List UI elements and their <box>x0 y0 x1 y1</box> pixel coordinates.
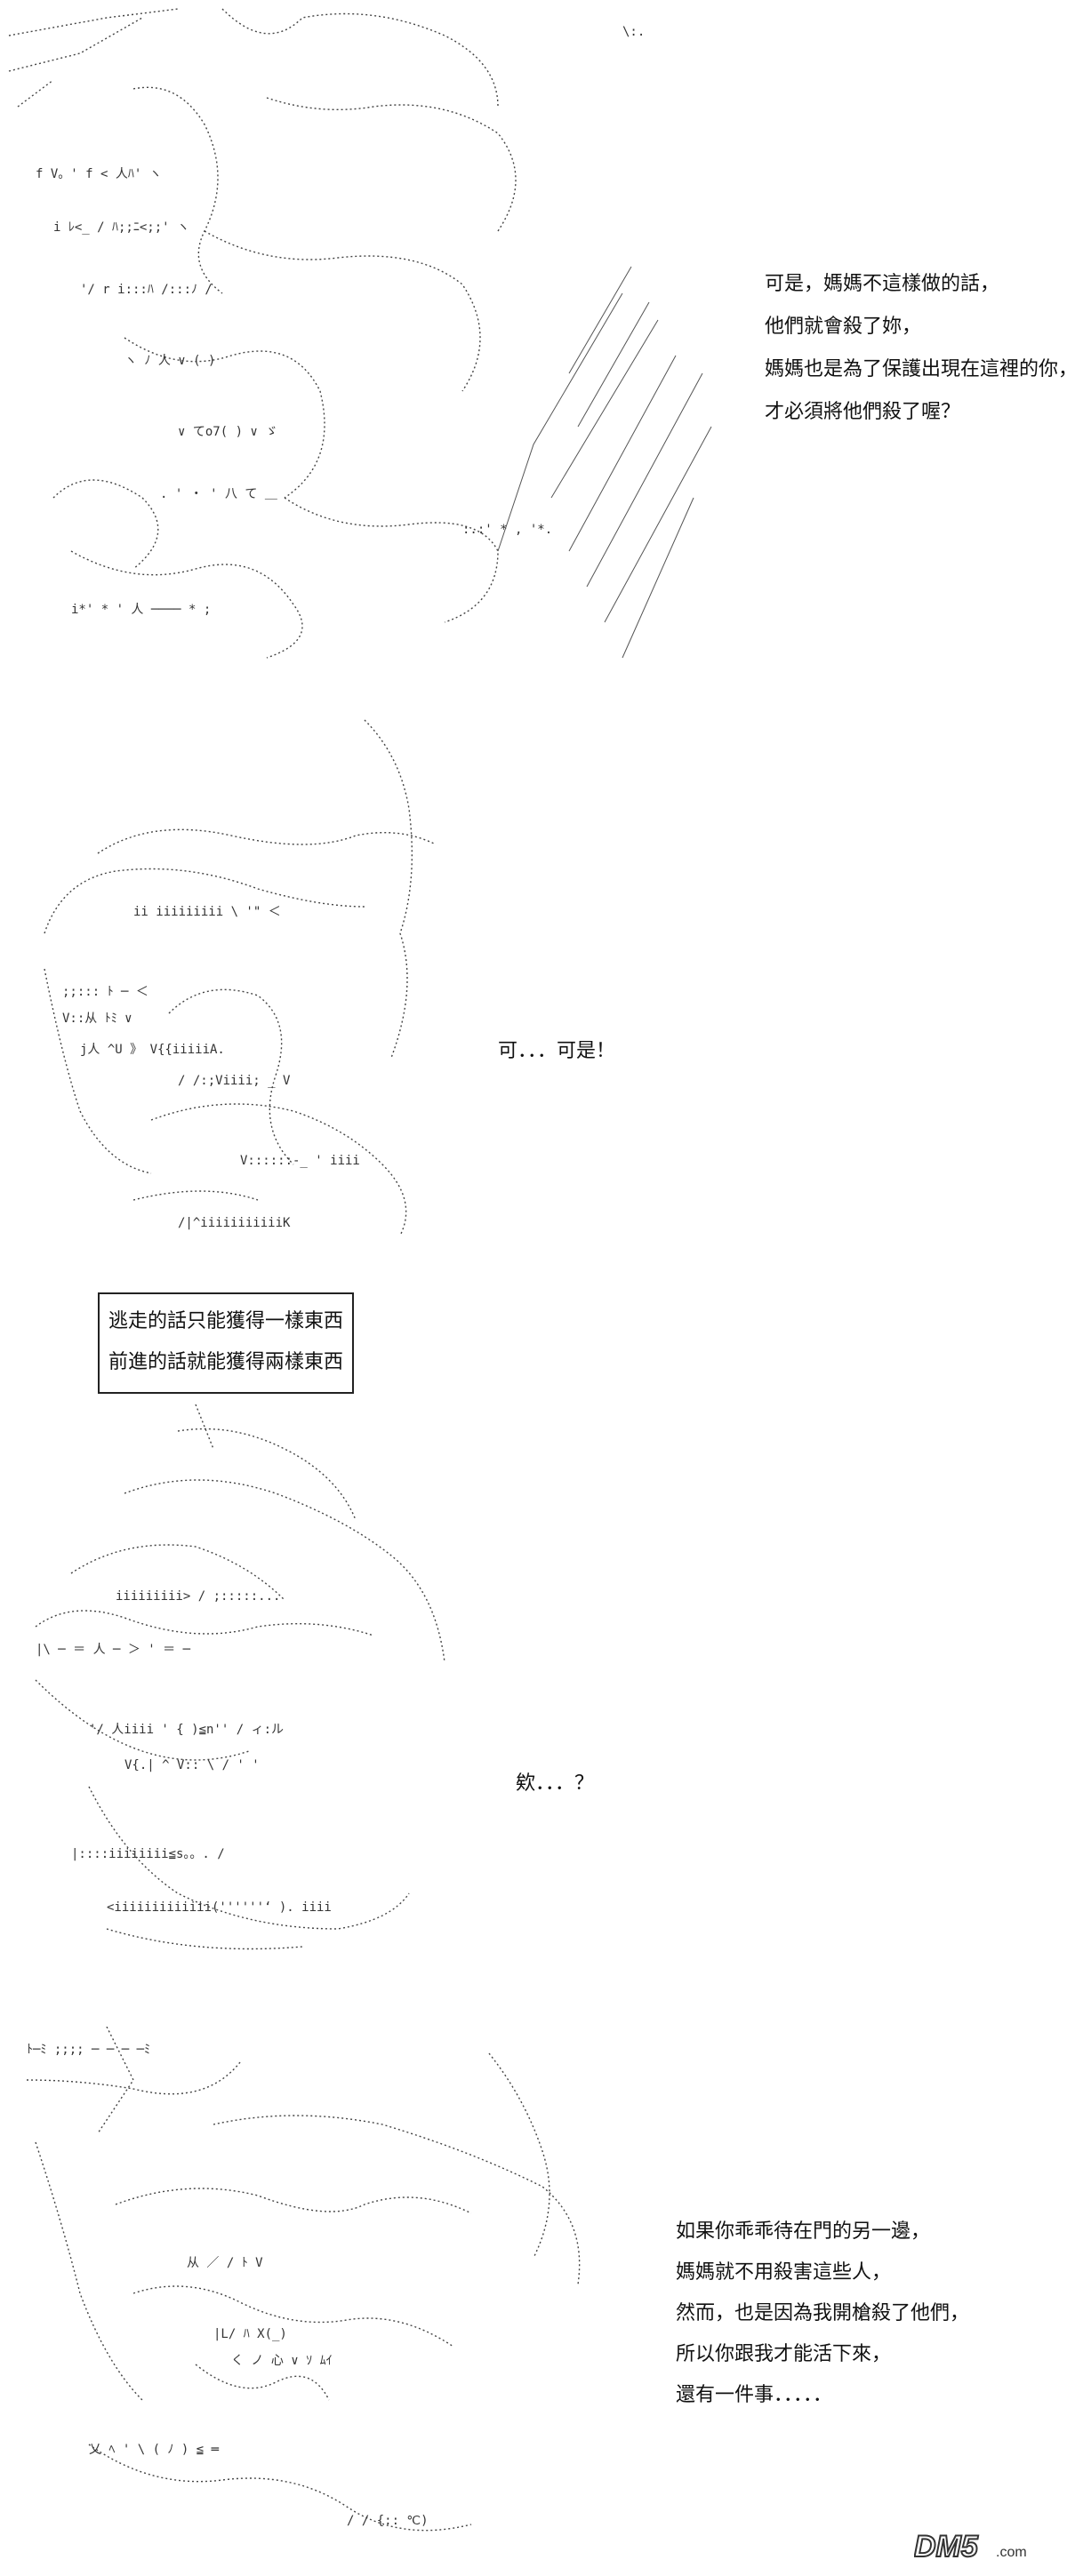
ascii-art-crying-child: ii iiiiiiiii \ '" ＜ ;;::: ﾄ ─ ＜ V::从 ﾄﾐ … <box>27 702 471 1236</box>
site-watermark-logo: DM5 .com <box>913 2523 1047 2567</box>
svg-text:'/ r i:::ﾊ /:::ﾉ /: '/ r i:::ﾊ /:::ﾉ / <box>80 283 213 297</box>
svg-text:i*' * ' 人 ──── * ;: i*' * ' 人 ──── * ; <box>71 603 211 617</box>
svg-text:V::::::-_ ' iiii: V::::::-_ ' iiii <box>240 1154 360 1168</box>
dialogue-line: 所以你跟我才能活下來， <box>676 2343 892 2365</box>
ascii-art-child-surprised: iiiiiiiii> / ;:::::... |\ ─ ＝ 人 ─ ＞ ' ＝ … <box>18 1396 480 1964</box>
svg-text:|::::iiiiiiii≦s。。. /: |::::iiiiiiii≦s。。. / <box>71 1847 225 1861</box>
svg-text:f V。' f < 人ﾊ' ヽ: f V。' f < 人ﾊ' ヽ <box>36 167 162 181</box>
svg-text:. ' ・ ' 八 て ＿: . ' ・ ' 八 て ＿ <box>160 487 277 501</box>
svg-text:ヽ ﾉ 人 ∨ ( ): ヽ ﾉ 人 ∨ ( ) <box>124 354 215 368</box>
svg-text:i ﾚ<_ / ﾊ;;ﾆ<;;' ヽ: i ﾚ<_ / ﾊ;;ﾆ<;;' ヽ <box>53 220 189 235</box>
svg-text:从 ／ / ﾄ V: 从 ／ / ﾄ V <box>187 2256 263 2270</box>
dialogue-line: 媽媽就不用殺害這些人， <box>676 2261 892 2284</box>
dialogue-child: 欸．．．？ <box>516 1772 595 1795</box>
svg-text:'/ 人iiii ' { )≦n'' / ィ:ル: '/ 人iiii ' { )≦n'' / ィ:ル <box>89 1723 284 1737</box>
panel-1: f V。' f < 人ﾊ' ヽ i ﾚ<_ / ﾊ;;ﾆ<;;' ヽ '/ r … <box>0 0 1067 676</box>
panel-3: 逃走的話只能獲得一樣東西 前進的話就能獲得兩樣東西 iiiiiiiii> / ;… <box>0 1244 1067 2009</box>
panel-2: ii iiiiiiiii \ '" ＜ ;;::: ﾄ ─ ＜ V::从 ﾄﾐ … <box>0 693 1067 1244</box>
dialogue-line: 還有一件事．．．．． <box>676 2384 833 2406</box>
narration-box: 逃走的話只能獲得一樣東西 前進的話就能獲得兩樣東西 <box>98 1292 355 1394</box>
svg-text:;;::: ﾄ ─ ＜: ;;::: ﾄ ─ ＜ <box>62 985 148 999</box>
dialogue-line: 他們就會殺了妳， <box>765 316 922 338</box>
dialogue-line: 才必須將他們殺了喔？ <box>765 401 961 423</box>
ascii-art-mother-holding-child: ﾄ─ﾐ ;;;; ─ ─ ─ ─ﾐ 从 ／ / ﾄ V |L/ ﾊ X(_) く… <box>9 2027 631 2551</box>
svg-text:|\ ─ ＝ 人 ─ ＞ ' ＝ ─: |\ ─ ＝ 人 ─ ＞ ' ＝ ─ <box>36 1643 191 1657</box>
svg-text:∨ てo7( ) ∨ ゞ: ∨ てo7( ) ∨ ゞ <box>178 425 277 439</box>
dialogue-line: 如果你乖乖待在門的另一邊， <box>676 2220 931 2243</box>
svg-text:V::从 ﾄﾐ ∨: V::从 ﾄﾐ ∨ <box>62 1012 132 1026</box>
narration-line: 前進的話就能獲得兩樣東西 <box>108 1351 344 1373</box>
svg-text:ii iiiiiiiii \ '" ＜: ii iiiiiiiii \ '" ＜ <box>133 905 281 919</box>
dialogue-mother: 可是，媽媽不這樣做的話， 他們就會殺了妳， 媽媽也是為了保護出現在這裡的你， 才… <box>765 263 1067 434</box>
dialogue-child: 可．．．可是！ <box>498 1040 616 1062</box>
svg-text:\:.: \:. <box>622 25 645 39</box>
svg-text:/ / {:: ℃): / / {:: ℃) <box>347 2514 429 2528</box>
dialogue-mother: 如果你乖乖待在門的另一邊， 媽媽就不用殺害這些人， 然而，也是因為我開槍殺了他們… <box>676 2212 969 2416</box>
watermark-text: DM5 <box>914 2530 979 2564</box>
narration-line: 逃走的話只能獲得一樣東西 <box>108 1310 344 1332</box>
panel-4: ﾄ─ﾐ ;;;; ─ ─ ─ ─ﾐ 从 ／ / ﾄ V |L/ ﾊ X(_) く… <box>0 2018 1067 2576</box>
dialogue-line: 可是，媽媽不這樣做的話， <box>765 273 1000 295</box>
svg-text:iiiiiiiii> / ;:::::...: iiiiiiiii> / ;:::::... <box>116 1589 280 1604</box>
svg-text:j人 ^U 》 V{{iiiiiA.: j人 ^U 》 V{{iiiiiA. <box>80 1043 225 1057</box>
svg-text:乂 ﾍ ' \ ( ﾉ ) ≦ ═: 乂 ﾍ ' \ ( ﾉ ) ≦ ═ <box>89 2443 220 2457</box>
svg-text:|L/ ﾊ X(_): |L/ ﾊ X(_) <box>213 2327 287 2341</box>
ascii-art-mother-embracing-child: f V。' f < 人ﾊ' ヽ i ﾚ<_ / ﾊ;;ﾆ<;;' ヽ '/ r … <box>0 0 729 676</box>
svg-text:く ノ 心 ∨ ｿ ﾑｲ: く ノ 心 ∨ ｿ ﾑｲ <box>231 2354 333 2368</box>
svg-text::.:' * , '*.: :.:' * , '*. <box>462 523 552 537</box>
watermark-suffix: .com <box>996 2545 1027 2560</box>
dialogue-line: 然而，也是因為我開槍殺了他們， <box>676 2302 970 2324</box>
dialogue-line: 媽媽也是為了保護出現在這裡的你， <box>765 358 1067 380</box>
svg-text:V{.| ^ V:: \ / ' ': V{.| ^ V:: \ / ' ' <box>124 1758 260 1772</box>
svg-text:<iiiiiiiiiiiii(''''''‘ ). iiii: <iiiiiiiiiiiii(''''''‘ ). iiii <box>107 1900 332 1915</box>
svg-text:ﾄ─ﾐ ;;;; ─ ─ ─ ─ﾐ: ﾄ─ﾐ ;;;; ─ ─ ─ ─ﾐ <box>27 2043 150 2057</box>
svg-text:/ /:;Viiii; _ V: / /:;Viiii; _ V <box>178 1074 291 1088</box>
svg-text:/|^iiiiiiiiiiiK: /|^iiiiiiiiiiiK <box>178 1216 291 1230</box>
